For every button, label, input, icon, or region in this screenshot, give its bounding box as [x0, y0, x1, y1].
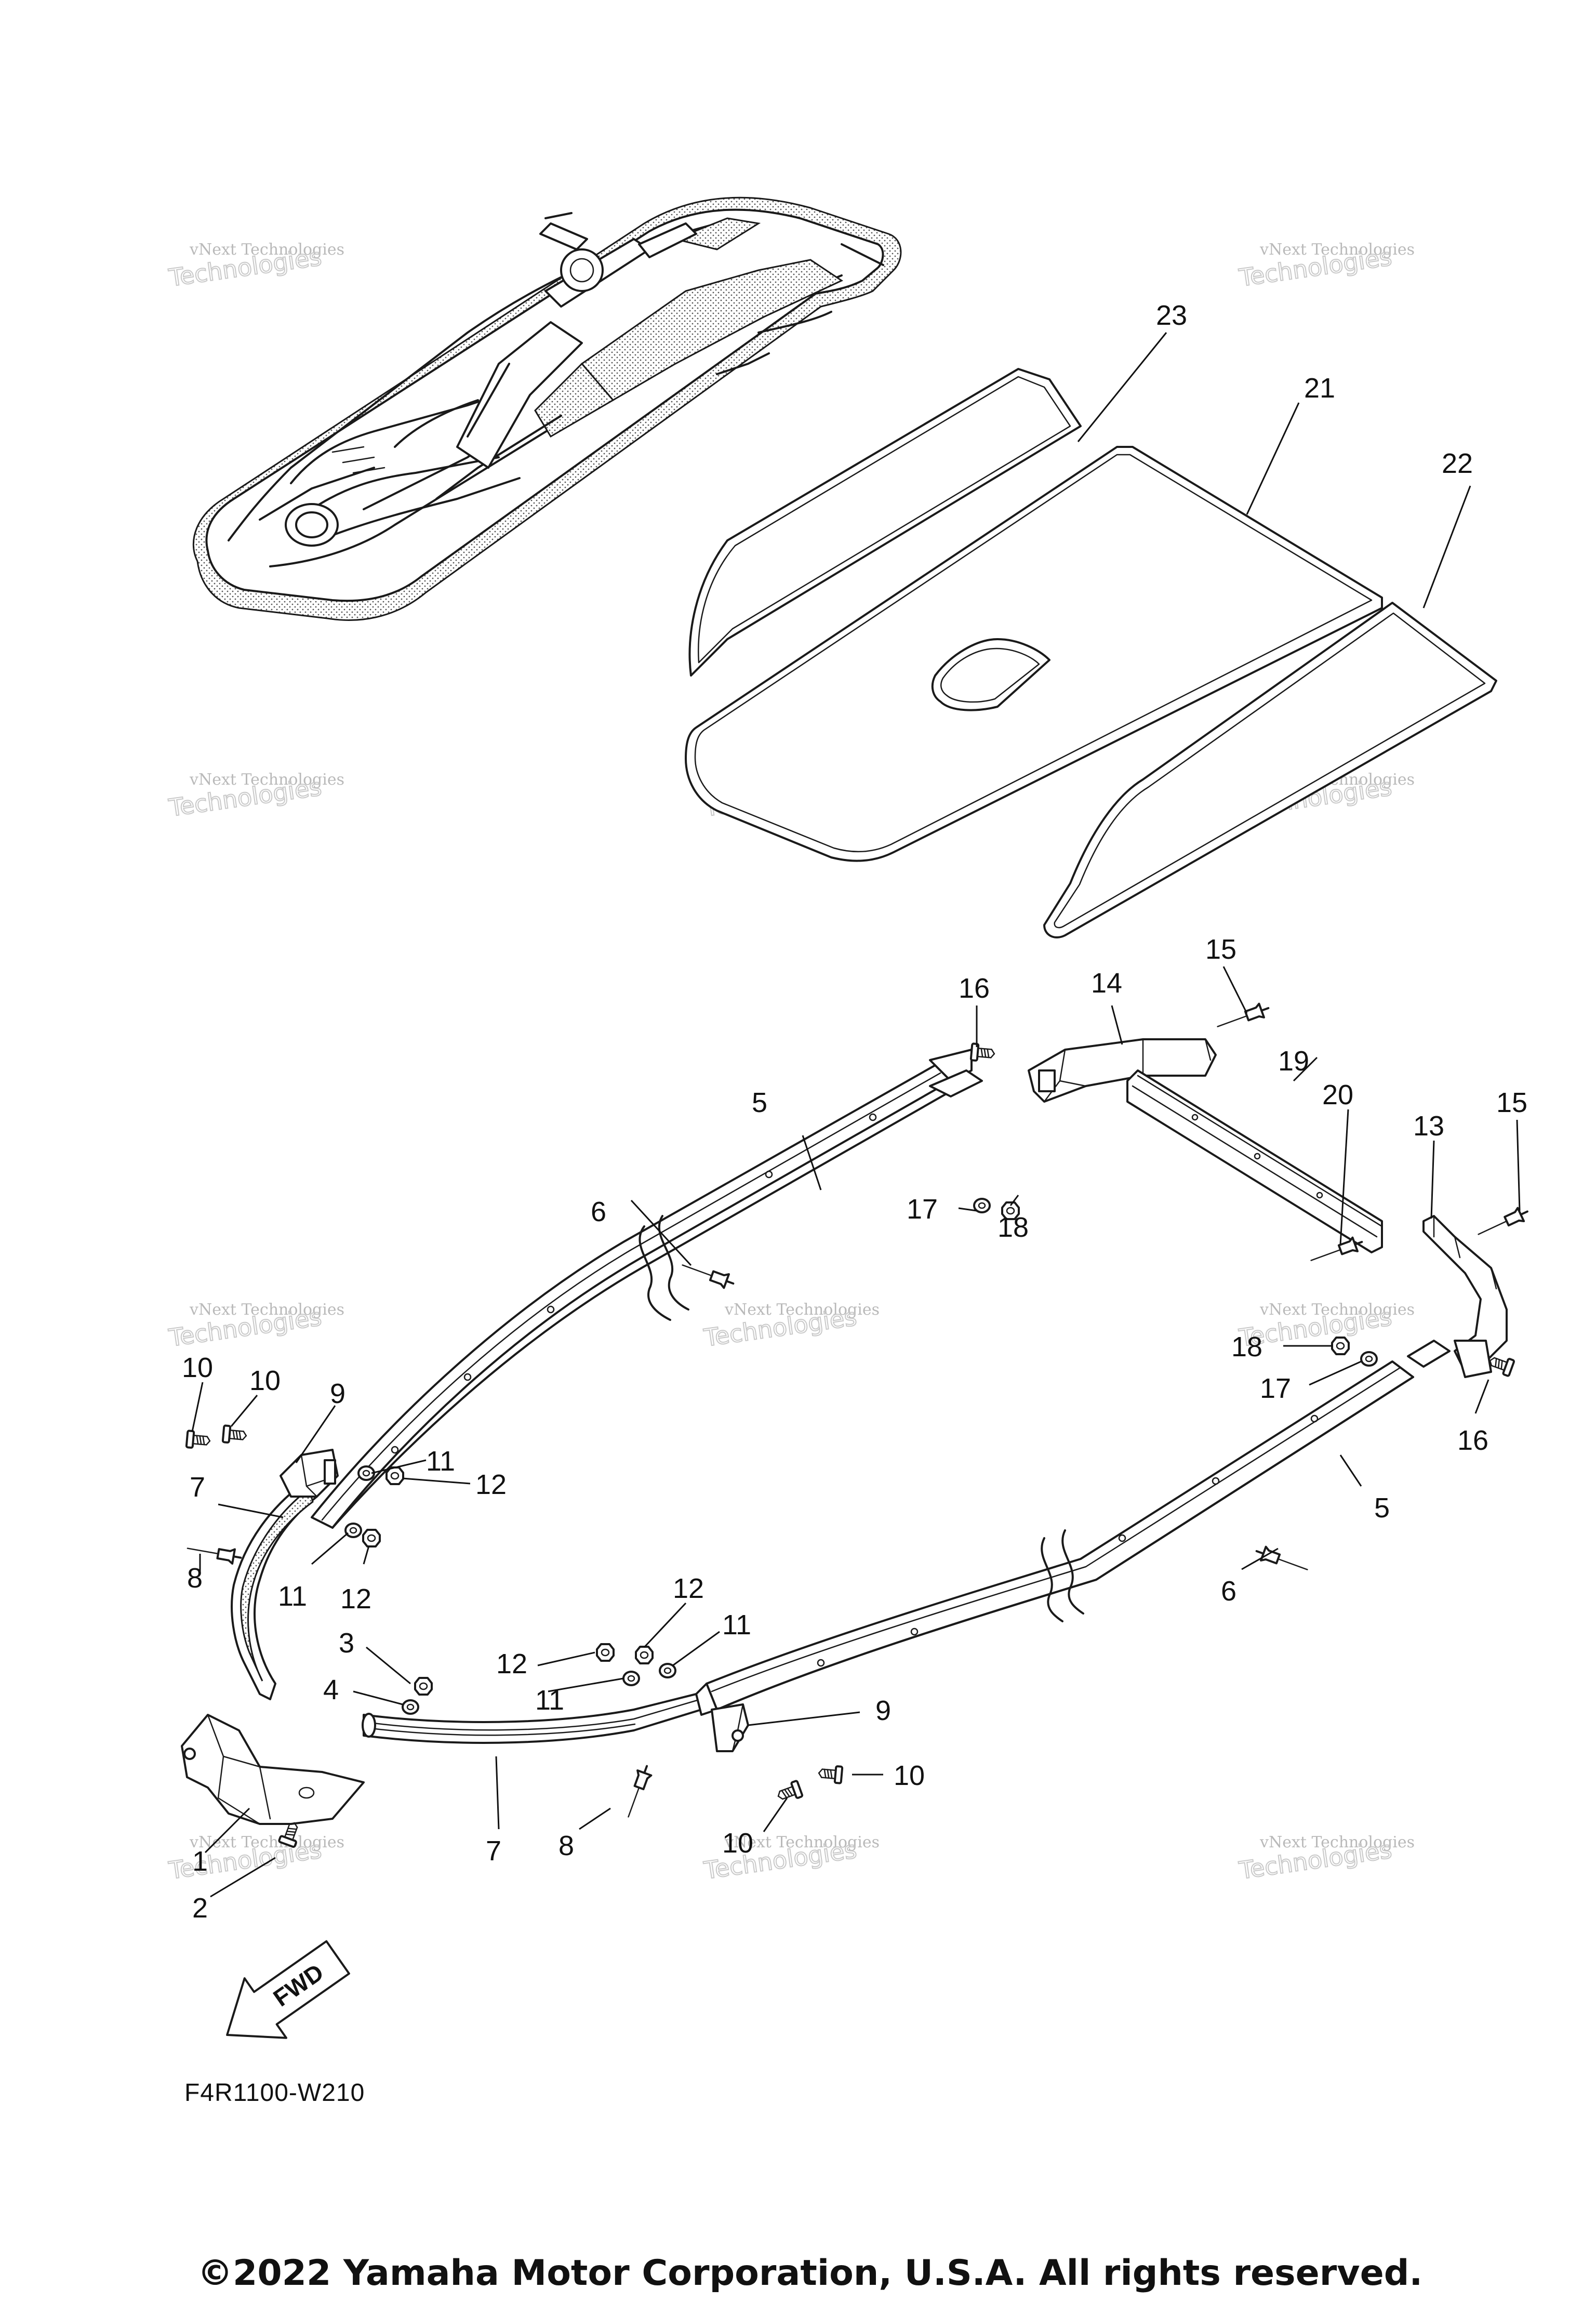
diagram-code: F4R1100-W210	[184, 2079, 365, 2107]
nut-12-c	[596, 1643, 615, 1662]
washer-11-b	[344, 1523, 362, 1538]
callout-13: 13	[1413, 1110, 1444, 1142]
rail-5-upper	[311, 1049, 973, 1529]
bracket-9-lower	[711, 1703, 749, 1752]
callout-11-c: 11	[535, 1685, 564, 1716]
watermark-line1: vNext Technologies	[1259, 1833, 1415, 1851]
callout-23: 23	[1156, 300, 1187, 331]
callout-7-left: 7	[190, 1472, 205, 1503]
callout-5-lower: 5	[1374, 1492, 1390, 1524]
callout-12-b: 12	[340, 1583, 371, 1615]
watermark-line1: vNext Technologies	[189, 241, 344, 259]
watermark-line1: vNext Technologies	[724, 1301, 880, 1319]
callout-11-d: 11	[722, 1609, 751, 1641]
corner-piece-1	[181, 1714, 365, 1825]
bracket-9-upper	[280, 1449, 339, 1498]
washer-11-c	[622, 1671, 640, 1686]
callout-16-right: 16	[1457, 1425, 1488, 1456]
pad-13	[1422, 1215, 1508, 1378]
watercraft-illustration	[192, 196, 902, 621]
screw-10-d	[774, 1779, 804, 1805]
callout-4: 4	[323, 1674, 339, 1705]
screw-10-b	[221, 1424, 248, 1445]
callout-10-d: 10	[722, 1828, 753, 1859]
callout-5-upper: 5	[752, 1087, 767, 1118]
callout-9-lower: 9	[875, 1695, 891, 1726]
callout-17-upper: 17	[907, 1194, 938, 1225]
spacer-plate	[929, 1069, 1451, 1368]
washer-11-d	[659, 1663, 676, 1678]
nut-3	[414, 1677, 433, 1696]
callout-20: 20	[1322, 1079, 1353, 1110]
leader-lines	[191, 332, 1521, 1898]
callout-11-a: 11	[426, 1446, 455, 1477]
callout-6-lower: 6	[1221, 1576, 1236, 1607]
washer-4	[402, 1699, 419, 1715]
callout-11-b: 11	[278, 1581, 307, 1612]
watermark-line1: vNext Technologies	[1259, 1301, 1415, 1319]
watermark-line1: vNext Technologies	[1259, 241, 1415, 259]
callout-12-d: 12	[673, 1573, 704, 1604]
watermark-line1: vNext Technologies	[189, 771, 344, 789]
watermark: vNext Technologies Technologies	[701, 1301, 880, 1353]
callout-8-front: 8	[558, 1830, 574, 1861]
watermark: vNext Technologies Technologies	[166, 1301, 344, 1353]
watermark: vNext Technologies Technologies	[166, 241, 344, 293]
watermark-line1: vNext Technologies	[724, 1833, 880, 1851]
mat-21	[685, 446, 1383, 862]
callout-1: 1	[192, 1846, 208, 1877]
callout-6-upper: 6	[591, 1196, 606, 1227]
callout-15-right: 15	[1496, 1087, 1527, 1118]
callout-18-right: 18	[1231, 1331, 1262, 1362]
callout-8-left: 8	[187, 1563, 203, 1594]
watermark: vNext Technologies Technologies	[166, 771, 344, 823]
rivet-6-lower	[1253, 1543, 1311, 1578]
callout-9-upper: 9	[330, 1378, 345, 1409]
callout-10-b: 10	[249, 1365, 281, 1396]
nut-18-right	[1331, 1337, 1350, 1355]
nut-12-d	[635, 1646, 654, 1664]
forward-direction-arrow: FWD	[226, 1940, 350, 2039]
rail-5-lower	[695, 1360, 1414, 1716]
callout-numbers: 1 2 3 4 5 5 6 6 7 7 8 8 9 9 10 10 10 10 …	[182, 300, 1527, 1924]
rail-19	[1126, 1069, 1383, 1253]
washer-17-right	[1360, 1351, 1378, 1367]
watermark: vNext Technologies Technologies	[1236, 1833, 1415, 1885]
callout-15-upper: 15	[1205, 934, 1236, 965]
callout-14: 14	[1091, 968, 1122, 999]
rivet-15-right	[1474, 1203, 1532, 1242]
callout-22: 22	[1442, 448, 1473, 479]
rivet-8-front	[620, 1762, 655, 1821]
copyright-notice: ©2022 Yamaha Motor Corporation, U.S.A. A…	[197, 2253, 1423, 2294]
callout-10-c: 10	[894, 1760, 925, 1791]
screw-10-a	[185, 1430, 212, 1450]
callout-12-a: 12	[475, 1469, 507, 1500]
watermark: vNext Technologies Technologies	[1236, 241, 1415, 293]
callout-16-upper: 16	[959, 973, 990, 1004]
watermark-line1: vNext Technologies	[189, 1301, 344, 1319]
callout-2: 2	[192, 1893, 208, 1924]
screw-16-upper	[969, 1042, 996, 1063]
mat-22	[1043, 602, 1497, 938]
pad-14	[1028, 1038, 1217, 1103]
bumper-7-left	[231, 1480, 318, 1700]
callout-18-upper: 18	[998, 1212, 1029, 1243]
watermark: vNext Technologies Technologies	[1236, 1301, 1415, 1353]
nut-12-b	[362, 1529, 381, 1547]
callout-10-a: 10	[182, 1352, 213, 1383]
callout-7-front: 7	[486, 1835, 501, 1867]
callout-17-right: 17	[1260, 1373, 1291, 1404]
screw-10-c	[817, 1764, 844, 1784]
rivet-8-left	[185, 1540, 243, 1566]
callout-12-c: 12	[496, 1648, 527, 1679]
callout-3: 3	[339, 1628, 354, 1659]
mat-23	[688, 368, 1082, 677]
callout-19: 19	[1278, 1046, 1309, 1077]
callout-21: 21	[1304, 373, 1335, 404]
nut-12-a	[385, 1466, 404, 1485]
